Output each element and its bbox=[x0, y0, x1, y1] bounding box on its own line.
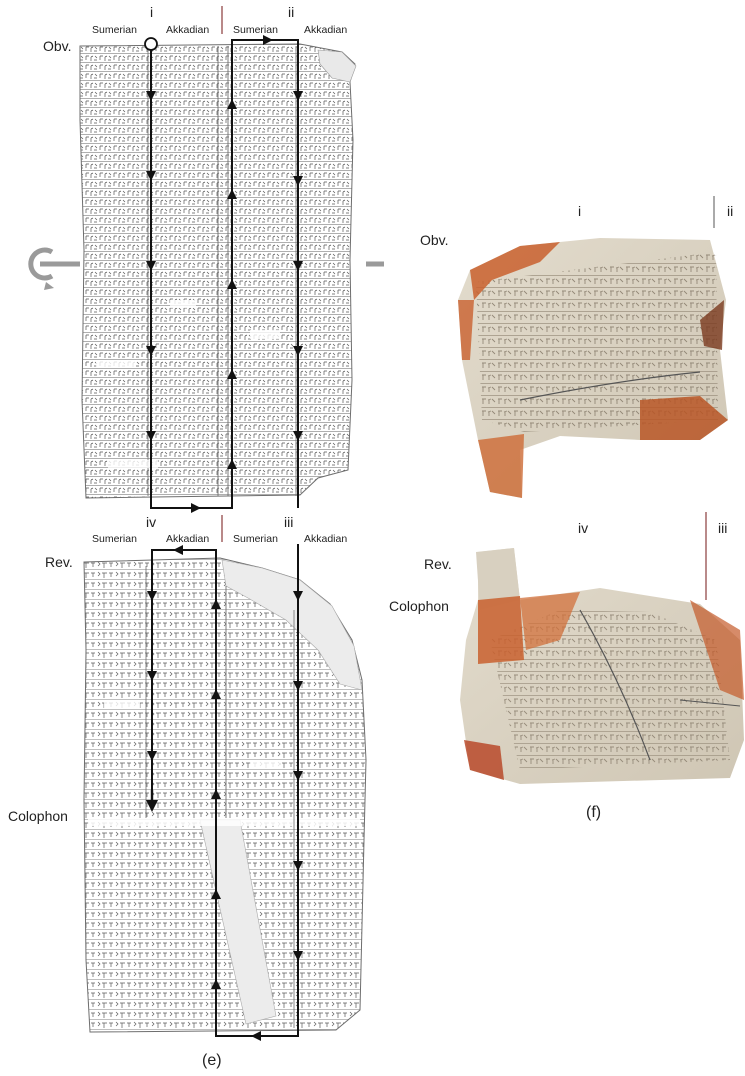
obverse-photo-fragment bbox=[458, 238, 728, 498]
reverse-photo-fragment bbox=[460, 548, 744, 784]
